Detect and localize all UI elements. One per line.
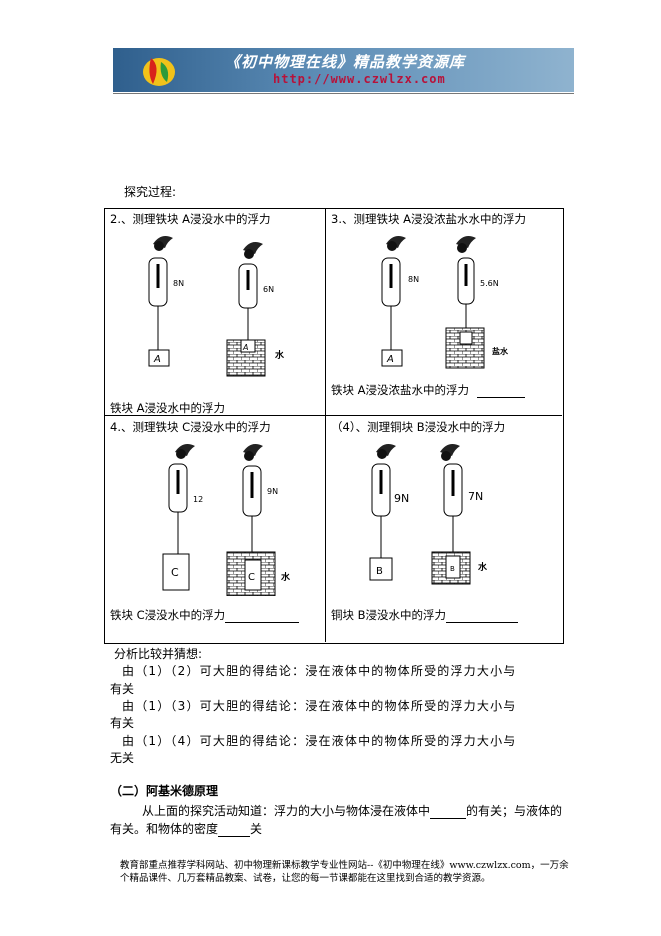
header-banner: 《初中物理在线》精品教学资源库 http://www.czwlzx.com [113, 48, 574, 92]
footer-line-1: 教育部重点推荐学科网站、初中物理新课标教学专业性网站--《初中物理在线》www.… [120, 860, 569, 871]
svg-text:A: A [386, 354, 394, 365]
cell-4-result: 铁块 C浸没水中的浮力 [110, 607, 300, 623]
analysis-line-2-end: 有关 [110, 716, 135, 730]
cell-4-reading-1: 12 [193, 495, 203, 504]
block-b [369, 557, 393, 581]
svg-text:B: B [376, 566, 383, 577]
cell-4-title: 4.、测理铁块 C浸没水中的浮力 [110, 420, 271, 434]
cell-3-result: 铁块 A浸没浓盐水中的浮力 [331, 382, 526, 398]
cell-4-reading-2: 9N [267, 487, 278, 496]
cell-2-answer-blank[interactable] [225, 415, 300, 416]
cell-4-diagram: 12 C 9N C 水 [162, 444, 291, 596]
cell-3-reading-2: 5.6N [480, 279, 499, 288]
cell-4-liquid-label: 水 [281, 571, 291, 583]
cell-3-diagram: 8N A 5.6N 盐水 [381, 236, 509, 369]
svg-text:A: A [242, 343, 248, 352]
cell-5-answer-blank[interactable] [446, 622, 519, 623]
archimedes-heading: （二）阿基米德原理 [110, 784, 219, 798]
analysis-heading: 分析比较并猜想: [114, 647, 203, 661]
cell-5-diagram: 9N B 7N B 水 [369, 444, 488, 585]
header-rule [113, 93, 574, 94]
spring-scale-icon [371, 444, 396, 558]
cell-4-answer-blank[interactable] [225, 622, 300, 623]
experiment-table [104, 208, 564, 644]
analysis-line-1: 由（1）（2）可大胆的得结论：浸在液体中的物体所受的浮力大小与 [122, 664, 517, 678]
table-divider-horizontal [104, 415, 562, 416]
svg-text:B: B [450, 565, 455, 573]
block-a [381, 349, 403, 367]
cell-2-liquid-label: 水 [275, 349, 285, 361]
svg-text:C: C [248, 572, 255, 583]
analysis-line-3: 由（1）（4）可大胆的得结论：浸在液体中的物体所受的浮力大小与 [122, 734, 517, 748]
cell-5-liquid-label: 水 [478, 561, 488, 573]
beaker-icon: A [226, 339, 266, 377]
analysis-line-2: 由（1）（3）可大胆的得结论：浸在液体中的物体所受的浮力大小与 [122, 699, 517, 713]
cell-2-result: 铁块 A浸没水中的浮力 [110, 400, 300, 416]
spring-scale-icon [381, 236, 406, 350]
site-logo [143, 58, 175, 86]
cell-2-title: 2.、测理铁块 A浸没水中的浮力 [110, 212, 271, 226]
spring-scale-icon [242, 444, 263, 554]
beaker-icon: C [226, 551, 276, 596]
svg-text:C: C [171, 566, 179, 579]
cell-2-reading-2: 6N [263, 285, 274, 294]
archimedes-line-2: 有关。和物体的密度关 [110, 822, 263, 837]
cell-3-answer-blank[interactable] [477, 397, 526, 398]
table-divider-vertical [325, 208, 326, 642]
archimedes-blank-1[interactable] [430, 818, 467, 819]
cell-5-reading-2: 7N [468, 490, 483, 503]
spring-scale-icon [238, 242, 263, 340]
beaker-icon [445, 327, 485, 369]
spring-scale-icon [168, 444, 195, 554]
footer-line-2: 个精品课件、几万套精品教案、试卷，让您的每一节课都能在这里找到合适的教学资源。 [120, 873, 491, 884]
analysis-line-1-end: 有关 [110, 682, 135, 696]
beaker-icon: B [431, 551, 471, 585]
svg-text:A: A [153, 354, 161, 365]
cell-2-diagram: 8N A 6N A 水 [148, 236, 285, 377]
cell-3-reading-1: 8N [408, 275, 419, 284]
archimedes-blank-2[interactable] [218, 836, 251, 837]
cell-3-title: 3.、测理铁块 A浸没浓盐水水中的浮力 [331, 212, 526, 226]
block-c [162, 553, 190, 591]
section-intro: 探究过程: [124, 185, 177, 199]
banner-title: 《初中物理在线》精品教学资源库 [225, 53, 466, 71]
cell-5-title: （4）、测理铜块 B浸没水中的浮力 [331, 420, 506, 434]
spring-scale-icon [440, 444, 463, 552]
archimedes-line-1: 从上面的探究活动知道：浮力的大小与物体浸在液体中的有关；与液体的 [142, 804, 563, 819]
cell-3-liquid-label: 盐水 [492, 346, 509, 356]
cell-5-reading-1: 9N [394, 492, 409, 505]
cell-5-result: 铜块 B浸没水中的浮力 [331, 607, 519, 623]
cell-2-reading-1: 8N [173, 279, 184, 288]
analysis-line-3-end: 无关 [110, 751, 135, 765]
spring-scale-icon [456, 236, 476, 328]
banner-url[interactable]: http://www.czwlzx.com [273, 72, 446, 86]
block-a [148, 349, 170, 367]
spring-scale-icon [148, 236, 173, 350]
